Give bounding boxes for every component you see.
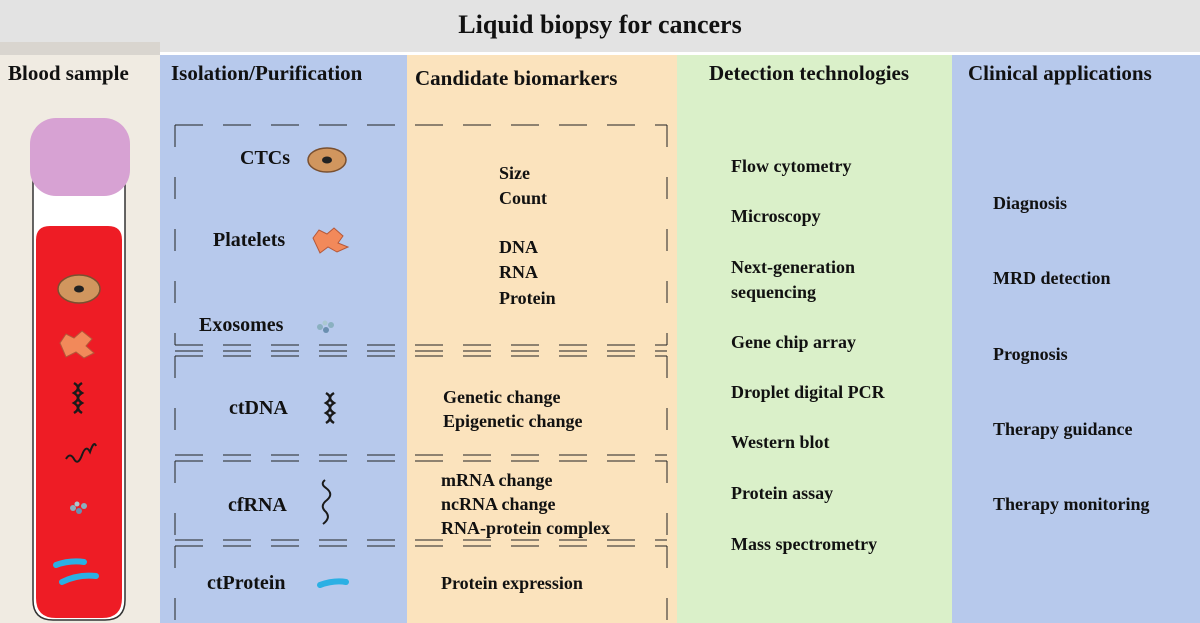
- group-frame-ctdna: [174, 350, 668, 462]
- biomarker-count: Count: [499, 188, 548, 208]
- biomarker-rna-protein-complex: RNA-protein complex: [441, 518, 611, 538]
- biomarker-protein-expression: Protein expression: [441, 573, 583, 593]
- clinical-item: Therapy monitoring: [993, 494, 1150, 514]
- diagram-title: Liquid biopsy for cancers: [458, 10, 742, 39]
- column-clinical: [952, 55, 1200, 623]
- detection-item: Next-generation: [731, 257, 855, 277]
- detection-item: Microscopy: [731, 206, 821, 226]
- blood-fill: [36, 226, 122, 618]
- label-cfrna: cfRNA: [228, 494, 287, 516]
- detection-item: Droplet digital PCR: [731, 382, 885, 402]
- label-platelets: Platelets: [213, 229, 286, 251]
- detection-item: Mass spectrometry: [731, 534, 878, 554]
- clinical-item: Therapy guidance: [993, 419, 1133, 439]
- label-exosomes: Exosomes: [199, 314, 284, 336]
- platelet-icon: [312, 227, 350, 254]
- biomarker-ncrna-change: ncRNA change: [441, 494, 556, 514]
- biomarker-size: Size: [499, 163, 530, 183]
- column-isolation: [160, 55, 407, 623]
- header-isolation: Isolation/Purification: [171, 61, 363, 85]
- exosome-icon: [317, 320, 334, 333]
- detection-item: sequencing: [731, 282, 817, 302]
- title-bar: [0, 0, 1200, 52]
- tube-rna-icon: [65, 443, 97, 463]
- header-detection: Detection technologies: [709, 61, 910, 85]
- tube-dna-icon: [71, 381, 85, 415]
- header-clinical: Clinical applications: [968, 61, 1152, 85]
- tube-platelet-icon: [59, 330, 95, 359]
- detection-item: Western blot: [731, 432, 830, 452]
- biomarker-epigenetic-change: Epigenetic change: [443, 411, 583, 431]
- label-ctcs: CTCs: [240, 147, 291, 169]
- biomarker-protein: Protein: [499, 288, 556, 308]
- rna-icon: [321, 479, 332, 525]
- tube-cell-icon: [57, 274, 101, 304]
- biomarker-genetic-change: Genetic change: [443, 387, 561, 407]
- clinical-item: Diagnosis: [993, 193, 1068, 213]
- label-ctprotein: ctProtein: [207, 572, 286, 594]
- column-divider-strip: [0, 42, 160, 55]
- tube-cap-icon: [30, 118, 130, 196]
- tube-protein-icon: [53, 558, 99, 585]
- header-blood-sample: Blood sample: [8, 61, 129, 85]
- group-frame-ctprotein: [174, 546, 668, 623]
- dna-icon: [323, 391, 337, 425]
- biomarker-mrna-change: mRNA change: [441, 470, 553, 490]
- clinical-item: Prognosis: [993, 344, 1068, 364]
- group-frame-cfrna: [174, 461, 668, 547]
- biomarker-rna: RNA: [499, 262, 538, 282]
- clinical-item: MRD detection: [993, 268, 1111, 288]
- detection-item: Flow cytometry: [731, 156, 852, 176]
- blood-tube: [30, 118, 130, 621]
- protein-icon: [317, 578, 349, 588]
- ctc-cell-icon: [307, 147, 347, 173]
- header-biomarkers: Candidate biomarkers: [415, 66, 618, 90]
- column-detection: [677, 55, 952, 623]
- label-ctdna: ctDNA: [229, 397, 288, 419]
- tube-exosome-icon: [70, 501, 87, 514]
- biomarker-dna: DNA: [499, 237, 538, 257]
- column-biomarkers: [407, 55, 677, 623]
- detection-item: Protein assay: [731, 483, 834, 503]
- detection-item: Gene chip array: [731, 332, 856, 352]
- group-frame-cells: [174, 124, 668, 346]
